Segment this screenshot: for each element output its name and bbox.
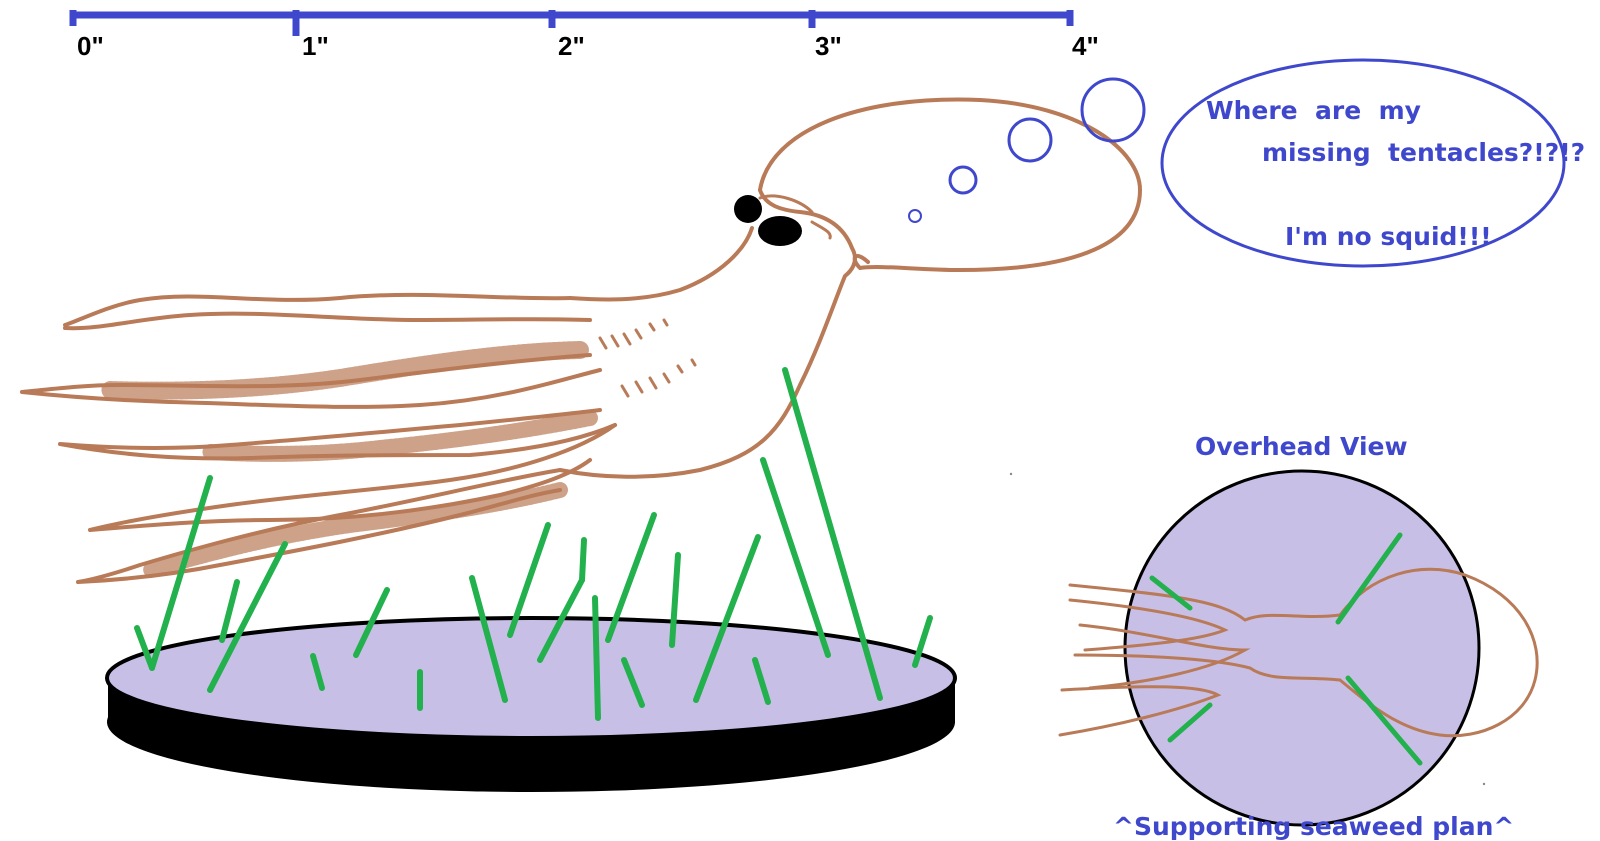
gill-marks	[598, 318, 697, 398]
thought-bubble	[908, 58, 1566, 268]
tentacle-texture-2	[202, 410, 598, 462]
overhead-seaweed	[1149, 532, 1423, 766]
tentacle-texture-1	[101, 341, 589, 400]
overhead-title: Overhead View	[1195, 432, 1408, 461]
bubble-line-3: I'm no squid!!!	[1285, 222, 1492, 251]
bubble-dot-2	[948, 165, 978, 195]
octopus-mantle	[758, 97, 1142, 272]
bubble-cloud	[1160, 58, 1566, 268]
seaweed-base	[105, 616, 957, 792]
ruler-label-1: 1"	[302, 31, 329, 61]
eye-right	[758, 216, 802, 246]
octopus-drawing	[20, 97, 1142, 584]
ruler-label-0: 0"	[77, 31, 104, 61]
speck	[1482, 782, 1486, 786]
tentacle-texture-3	[142, 482, 568, 578]
overhead-octopus	[1058, 567, 1539, 738]
overhead-caption: ^Supporting seaweed plan^	[1113, 812, 1514, 841]
bubble-line-1: Where are my	[1206, 96, 1421, 125]
bubble-dot-3	[1007, 117, 1053, 163]
ruler-label-3: 3"	[815, 31, 842, 61]
octopus-head-line	[558, 188, 857, 479]
base-top	[105, 616, 957, 740]
eyebrow	[758, 194, 832, 240]
ruler-label-4: 4"	[1072, 31, 1099, 61]
ruler: 0" 1" 2" 3" 4"	[69, 10, 1099, 61]
seaweed-strands	[134, 367, 933, 721]
tentacle-1	[63, 292, 592, 331]
bubble-line-2: missing tentacles?!?!?	[1262, 138, 1585, 167]
octopus-back-line	[568, 226, 754, 302]
eye-left	[734, 195, 762, 223]
ruler-label-2: 2"	[558, 31, 585, 61]
bubble-dot-1	[908, 209, 922, 223]
speck	[1009, 472, 1013, 476]
overhead-base	[1123, 469, 1481, 827]
bubble-dot-4	[1080, 77, 1146, 143]
overhead-plan	[1058, 469, 1539, 827]
